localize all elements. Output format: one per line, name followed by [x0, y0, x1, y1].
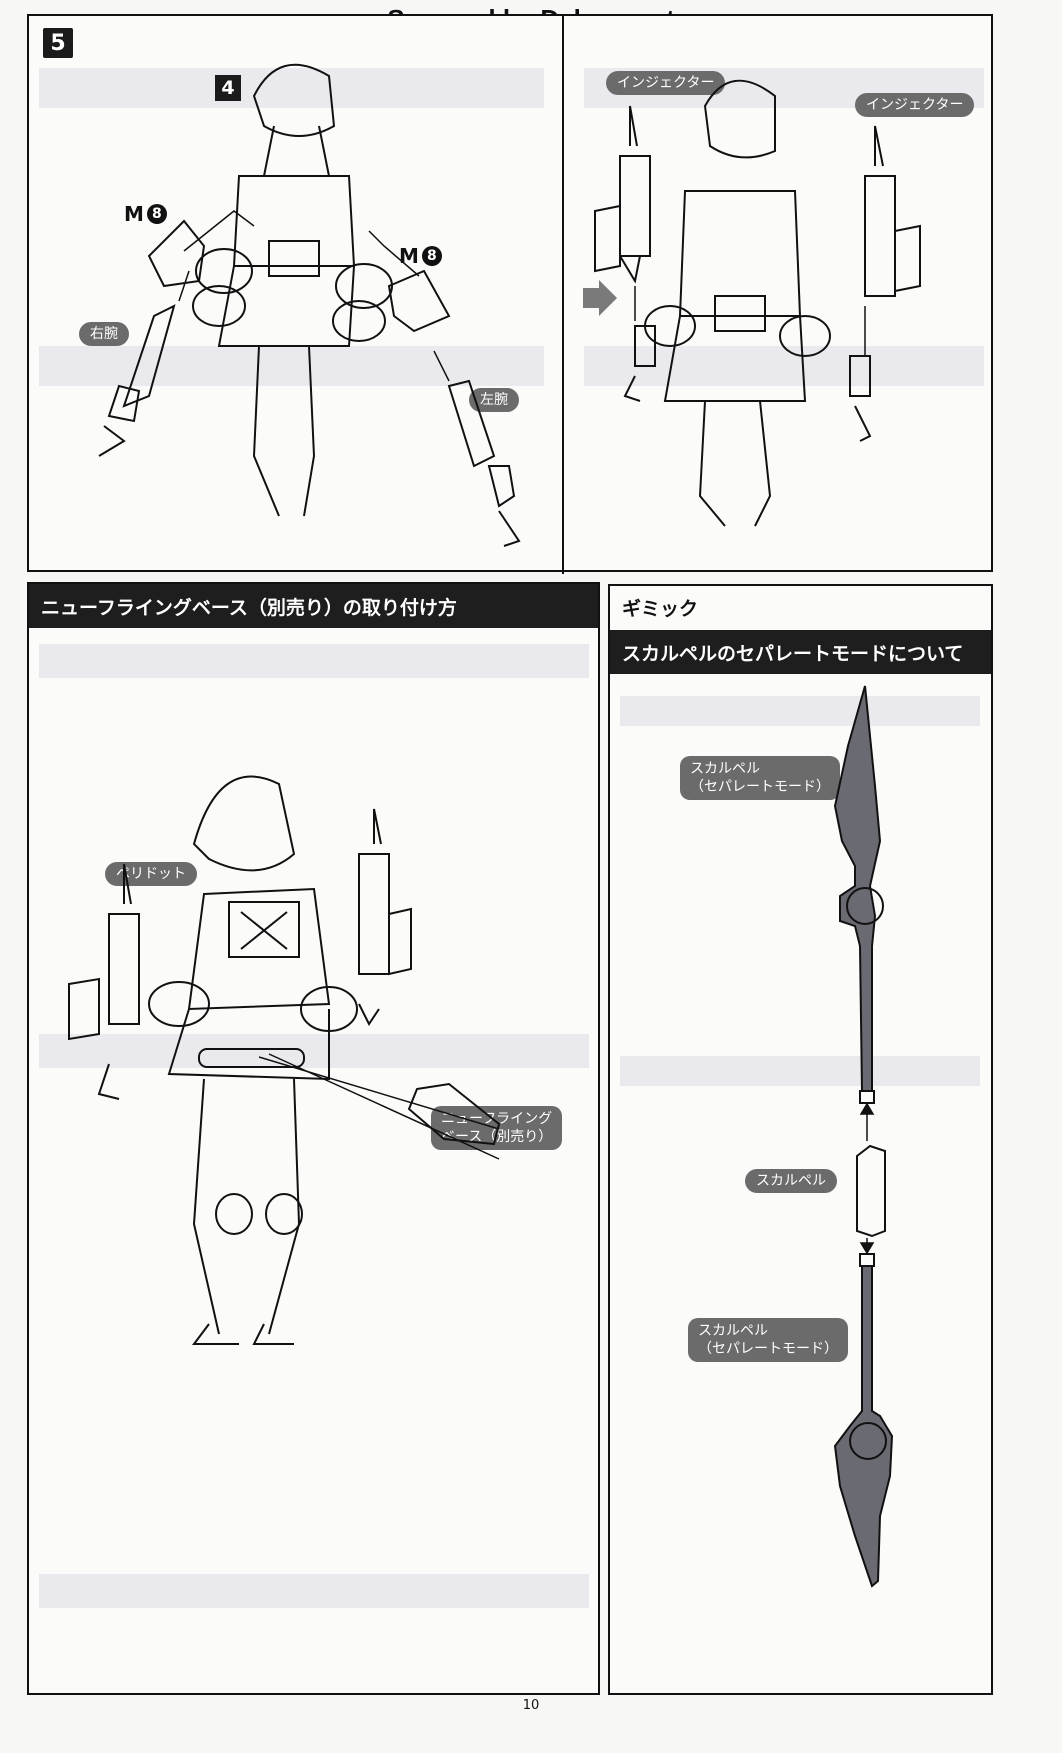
- scalpel-label-middle: スカルペル: [745, 1169, 837, 1194]
- gimmick-panel: ギミック スカルペルのセパレートモードについて スカルペル （セパレートモード）…: [608, 584, 993, 1695]
- scalpel-separate-label-top: スカルペル （セパレートモード）: [680, 756, 840, 801]
- step-number-badge: 5: [43, 28, 73, 58]
- scalpel-separate-header: スカルペルのセパレートモードについて: [610, 630, 991, 674]
- flying-base-panel: ニューフライングベース（別売り）の取り付け方 ペリドット ニューフライング ベー…: [27, 582, 600, 1695]
- scalpel-separate-label-bottom: スカルペル （セパレートモード）: [688, 1318, 848, 1363]
- sub-step-badge: 4: [215, 75, 241, 101]
- figure-assembly-drawing: [98, 63, 521, 547]
- scalpel-separate-bottom-line2: （セパレートモード）: [698, 1341, 838, 1358]
- scalpel-separate-top-line1: スカルペル: [690, 761, 760, 777]
- arrow-right-icon: [583, 280, 617, 316]
- injector-label-right: インジェクター: [855, 93, 975, 118]
- flying-base-header: ニューフライングベース（別売り）の取り付け方: [29, 584, 598, 628]
- gimmick-title: ギミック: [622, 598, 699, 620]
- page-number: 10: [522, 1698, 540, 1713]
- scalpel-separate-bottom-line1: スカルペル: [698, 1323, 768, 1339]
- peridot-label: ペリドット: [105, 862, 197, 887]
- injector-label-left: インジェクター: [606, 71, 726, 96]
- right-arm-label: 右腕: [79, 322, 129, 347]
- flying-base-drawing: [68, 775, 501, 1345]
- scalpel-separate-top-line2: （セパレートモード）: [690, 779, 830, 796]
- figure-injector-drawing: [594, 79, 921, 527]
- left-arm-label: 左腕: [469, 388, 519, 413]
- scalpel-drawing: [833, 685, 894, 1588]
- panel-divider: [562, 16, 564, 574]
- flying-base-label-line1: ニューフライング: [441, 1111, 553, 1127]
